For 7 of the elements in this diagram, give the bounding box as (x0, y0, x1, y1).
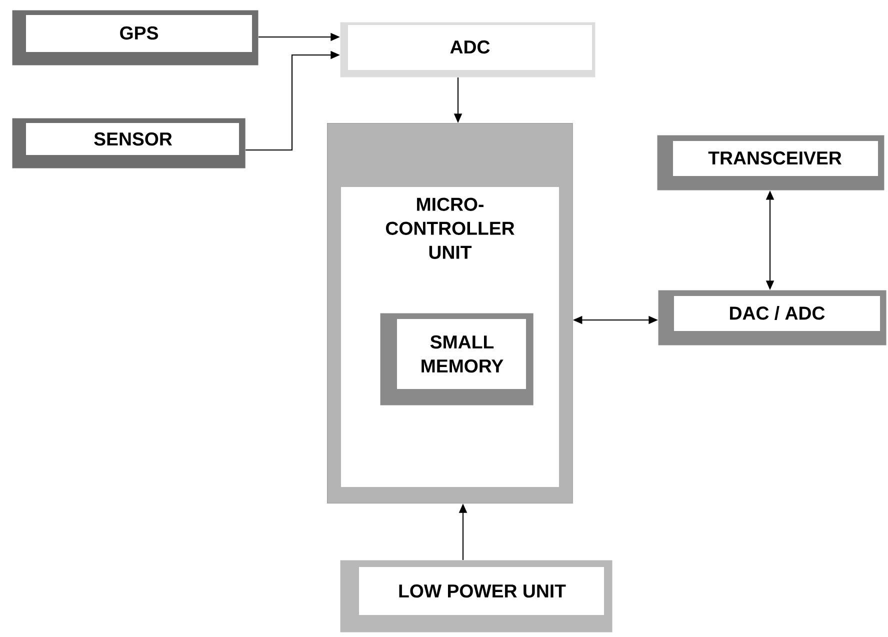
adc-box: ADC (340, 22, 596, 78)
sensor-box: SENSOR (12, 118, 246, 168)
converter-box: DAC / ADC (658, 290, 886, 346)
memory-box: SMALL MEMORY (380, 313, 534, 406)
power-box: LOW POWER UNIT (340, 560, 612, 632)
transceiver-box: TRANSCEIVER (657, 135, 884, 190)
gps-box: GPS (12, 10, 258, 66)
